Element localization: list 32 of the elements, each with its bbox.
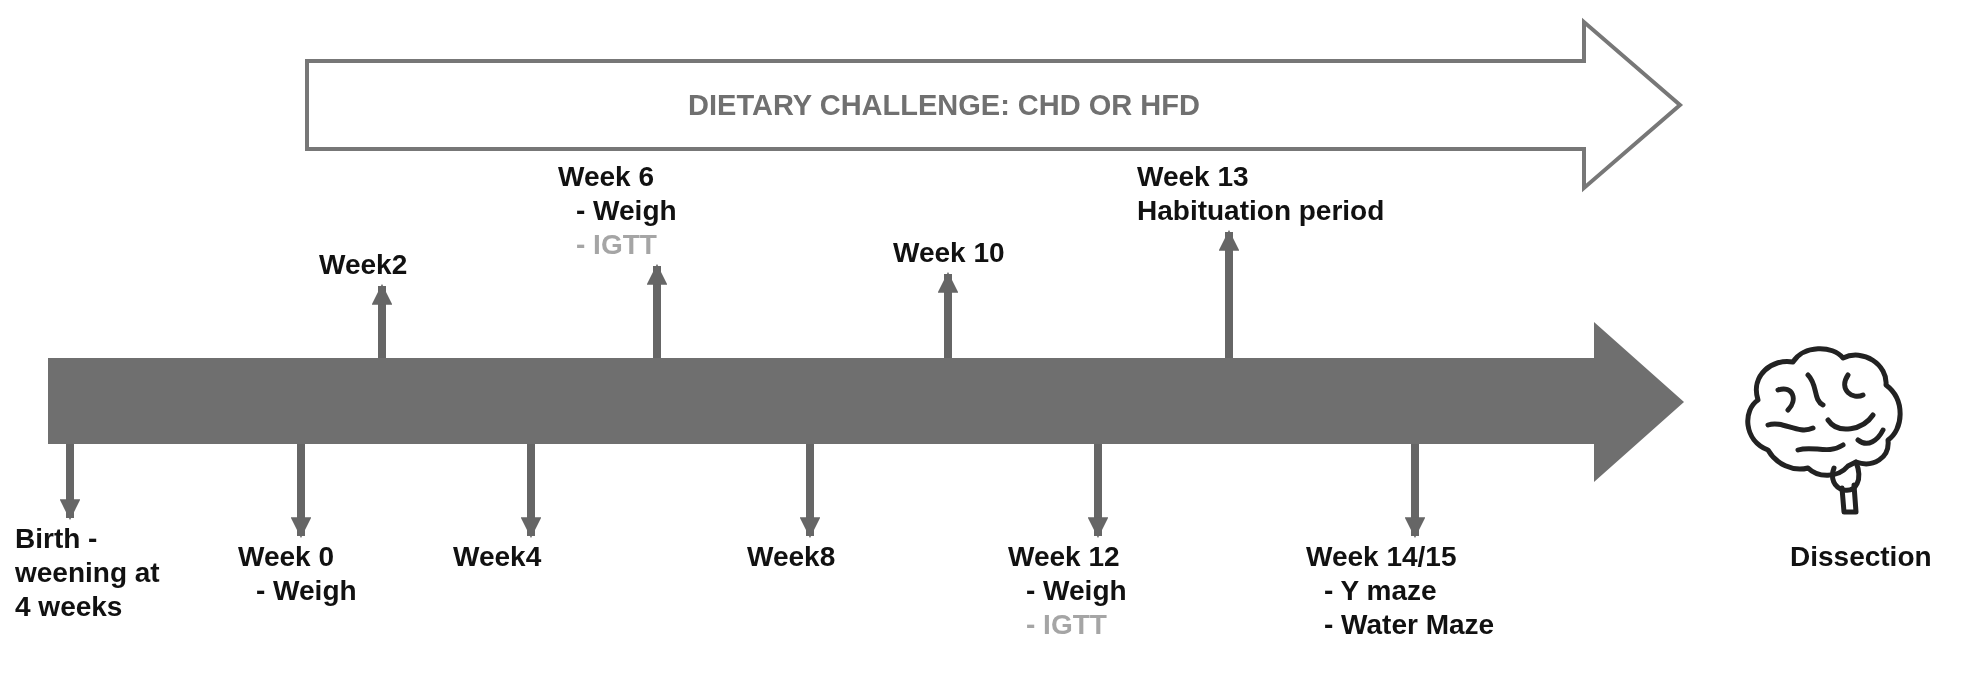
week-label: Week2 <box>319 248 408 282</box>
week-label: Week4 <box>453 540 542 574</box>
week-label: Birth -weening at 4 weeks <box>15 522 175 624</box>
task-item: - Weigh <box>575 194 677 228</box>
week-label: Week8 <box>747 540 836 574</box>
week-label: Week 0 <box>238 540 335 574</box>
arrow <box>1404 444 1426 539</box>
week-label: Week 13 <box>1137 160 1250 194</box>
note-text: Habituation period <box>1137 194 1385 228</box>
arrow <box>1087 444 1109 539</box>
task-item: - IGTT <box>575 228 658 262</box>
arrow <box>520 444 542 539</box>
arrow <box>1218 229 1240 358</box>
week-label: Week 6 <box>558 160 655 194</box>
task-item: - IGTT <box>1025 608 1108 642</box>
task-item: - Weigh <box>255 574 357 608</box>
timeline-arrow <box>48 322 1684 482</box>
stage-label: Dissection <box>1790 540 1932 574</box>
task-item: - Water Maze <box>1323 608 1495 642</box>
arrow <box>646 263 668 358</box>
banner-text: DIETARY CHALLENGE: CHD OR HFD <box>687 89 1201 122</box>
task-item: - Y maze <box>1323 574 1438 608</box>
banner-arrow <box>304 19 1684 191</box>
week-label: Week 14/15 <box>1306 540 1458 574</box>
arrow <box>290 444 312 539</box>
arrow <box>937 271 959 358</box>
week-label: Week 12 <box>1008 540 1121 574</box>
arrow <box>59 444 81 521</box>
task-item: - Weigh <box>1025 574 1127 608</box>
arrow <box>371 283 393 358</box>
week-label: Week 10 <box>893 236 1005 270</box>
arrow <box>799 444 821 539</box>
